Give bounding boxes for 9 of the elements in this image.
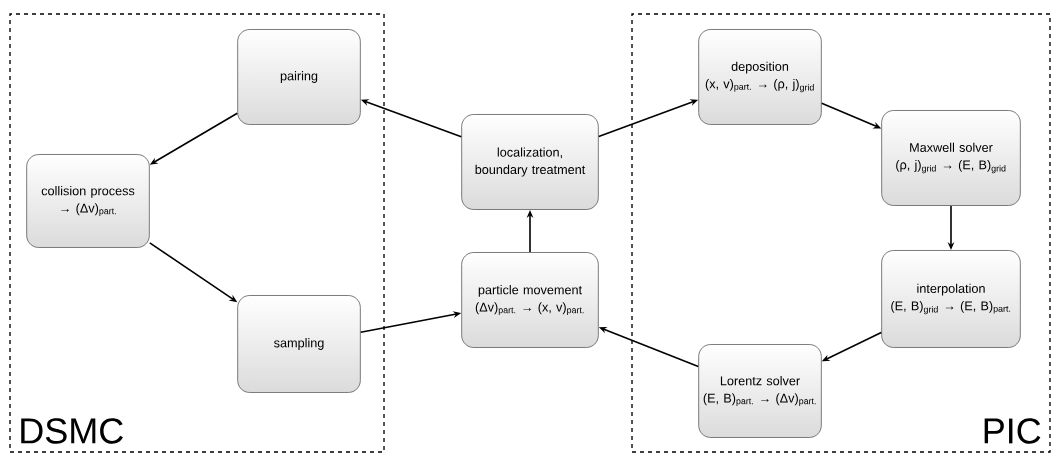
process-box: interpolation (E, B)$_{grid}$ → (E, B)$_{part.}$ xyxy=(881,250,1021,348)
process-box: particle movement (Δv)$_{part.}$ → (x, v)$_{part.}$ xyxy=(461,252,599,348)
process-box: collision process → (Δv)$_{part.}$ xyxy=(26,154,150,248)
process-box: Maxwell solver (ρ, j)$_{grid}$ → (E, B)$_{grid}$ xyxy=(881,110,1021,206)
process-box: sampling xyxy=(237,295,361,393)
process-box: localization, boundary treatment xyxy=(461,114,599,210)
process-box: deposition (x, v)$_{part.}$ → (ρ, j)$_{grid}$ xyxy=(698,29,822,125)
process-box: Lorentz solver (E, B)$_{part.}$ → (Δv)$_{part.}$ xyxy=(698,344,822,438)
process-box: pairing xyxy=(237,29,361,125)
